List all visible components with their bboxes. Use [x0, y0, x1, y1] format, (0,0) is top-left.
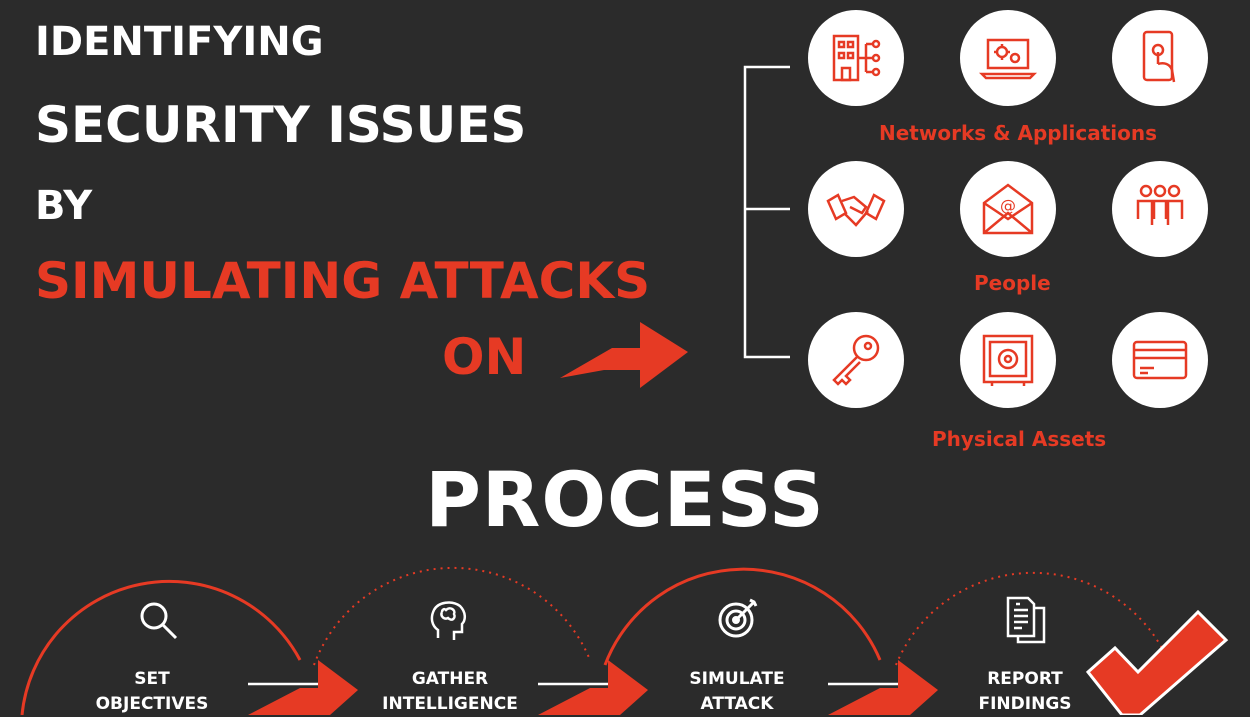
headline-line2: SECURITY ISSUES [35, 96, 527, 154]
group-label-physical: Physical Assets [932, 427, 1107, 451]
step-line2: FINDINGS [978, 694, 1072, 714]
group-label-people: People [974, 271, 1051, 295]
key-icon [832, 334, 880, 386]
step-arrow-2 [538, 660, 648, 715]
step-line2: ATTACK [700, 694, 774, 714]
process-arc-4 [895, 571, 1169, 666]
step-arrow-3 [828, 660, 938, 715]
target-circle [1112, 10, 1208, 106]
safe-icon [982, 334, 1034, 386]
handshake-icon [826, 193, 886, 227]
brain-head-icon [430, 601, 466, 640]
documents-icon [1006, 596, 1046, 644]
step-line2: OBJECTIVES [95, 694, 209, 714]
team-icon [1136, 184, 1184, 225]
group-bracket [743, 65, 790, 359]
group-label-networks: Networks & Applications [879, 121, 1157, 145]
target-circle [1112, 161, 1208, 257]
target-icon [718, 598, 758, 638]
laptop-gears-icon [978, 38, 1038, 80]
svg-text:@: @ [1000, 196, 1016, 215]
headline-line3: BY [35, 183, 93, 229]
step-set-objectives: SET OBJECTIVES [60, 667, 244, 717]
step-line2: INTELLIGENCE [382, 694, 518, 714]
step-line1: SET [134, 669, 170, 689]
process-title: PROCESS [425, 455, 825, 544]
step-gather-intelligence: GATHER INTELLIGENCE [350, 667, 550, 717]
target-circle [808, 161, 904, 257]
target-circle: @ [960, 161, 1056, 257]
headline-line4: SIMULATING ATTACKS [35, 252, 651, 310]
email-envelope-icon: @ [982, 183, 1034, 235]
step-simulate-attack: SIMULATE ATTACK [640, 667, 834, 717]
target-circle [960, 10, 1056, 106]
credit-card-icon [1132, 340, 1188, 380]
checkmark-icon [1085, 609, 1229, 715]
target-circle [1112, 312, 1208, 408]
target-circle [960, 312, 1056, 408]
magnifier-icon [140, 602, 178, 640]
building-network-icon [832, 34, 881, 82]
process-arc-1 [20, 579, 302, 715]
headline-arrow-icon [560, 322, 688, 388]
target-circle [808, 312, 904, 408]
step-line1: GATHER [411, 669, 489, 689]
headline-line5: ON [442, 328, 527, 386]
step-line1: REPORT [987, 669, 1063, 689]
headline-line1: IDENTIFYING [35, 19, 324, 65]
process-arc-2 [313, 566, 591, 666]
process-arc-3 [603, 567, 882, 666]
step-line1: SIMULATE [689, 669, 785, 689]
step-arrow-1 [248, 660, 358, 715]
target-circle [808, 10, 904, 106]
step-report-findings: REPORT FINDINGS [930, 667, 1120, 717]
touch-phone-icon [1142, 30, 1176, 83]
